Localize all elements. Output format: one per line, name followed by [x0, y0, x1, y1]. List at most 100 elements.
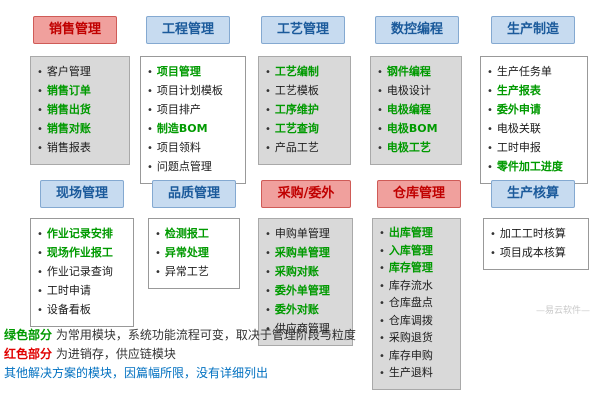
module-item: •销售报表	[37, 139, 125, 158]
bullet-icon: •	[379, 263, 385, 274]
bullet-icon: •	[487, 86, 493, 97]
module-item: •工时申请	[37, 282, 129, 301]
bullet-icon: •	[37, 105, 43, 116]
header-sales-management: 销售管理	[33, 16, 117, 44]
module-item-label: 电极编程	[386, 103, 431, 116]
module-item: •加工工时核算	[490, 225, 584, 244]
legend-line-other: 其他解决方案的模块，因篇幅所限，没有详细列出	[4, 366, 269, 380]
module-item: •电极设计	[377, 82, 457, 101]
module-item: •现场作业报工	[37, 244, 129, 263]
legend-red-label: 红色部分	[4, 347, 53, 361]
module-item-label: 委外对账	[274, 303, 319, 316]
module-item: •问题点管理	[147, 158, 241, 177]
module-item-label: 工艺查询	[274, 122, 319, 135]
bullet-icon: •	[147, 162, 153, 173]
bullet-icon: •	[147, 105, 153, 116]
module-item: •客户管理	[37, 63, 125, 82]
module-item-label: 采购单管理	[274, 246, 330, 259]
module-item: •委外单管理	[265, 282, 348, 301]
bullet-icon: •	[37, 286, 43, 297]
module-item-label: 项目领料	[156, 141, 201, 154]
bullet-icon: •	[377, 105, 383, 116]
module-item-label: 工艺编制	[274, 65, 319, 78]
list-production-manufacturing: •生产任务单•生产报表•委外申请•电极关联•工时申报•零件加工进度	[480, 56, 588, 184]
module-item-label: 作业记录查询	[46, 265, 113, 278]
list-engineering-management: •项目管理•项目计划模板•项目排产•制造BOM•项目领料•问题点管理	[140, 56, 246, 184]
module-item: •项目成本核算	[490, 244, 584, 263]
module-item-label: 异常工艺	[164, 265, 209, 278]
module-item-label: 销售订单	[46, 84, 91, 97]
bullet-icon: •	[155, 229, 161, 240]
module-item: •销售出货	[37, 101, 125, 120]
module-item-label: 仓库盘点	[388, 296, 433, 309]
module-item: •仓库调拨	[379, 313, 456, 331]
bullet-icon: •	[487, 67, 493, 78]
module-item: •制造BOM	[147, 120, 241, 139]
header-production-accounting: 生产核算	[491, 180, 575, 208]
module-item: •项目排产	[147, 101, 241, 120]
bullet-icon: •	[147, 124, 153, 135]
bullet-icon: •	[377, 67, 383, 78]
module-item: •生产任务单	[487, 63, 583, 82]
bullet-icon: •	[147, 143, 153, 154]
list-field-management: •作业记录安排•现场作业报工•作业记录查询•工时申请•设备看板	[30, 218, 134, 327]
module-item-label: 仓库调拨	[388, 313, 433, 327]
module-item-label: 项目排产	[156, 103, 201, 116]
module-item: •项目领料	[147, 139, 241, 158]
module-item-label: 现场作业报工	[46, 246, 113, 259]
list-process-management: •工艺编制•工艺模板•工序维护•工艺查询•产品工艺	[258, 56, 351, 165]
module-item-label: 工艺模板	[274, 84, 319, 97]
module-item-label: 设备看板	[46, 303, 91, 316]
list-sales-management: •客户管理•销售订单•销售出货•销售对账•销售报表	[30, 56, 130, 165]
module-item-label: 钢件编程	[386, 65, 431, 78]
bullet-icon: •	[265, 124, 271, 135]
legend-green-text: 为常用模块，系统功能流程可变，取决于管理阶段与粒度	[52, 328, 356, 342]
list-quality-management: •检测报工•异常处理•异常工艺	[148, 218, 240, 289]
legend-line-green: 绿色部分 为常用模块，系统功能流程可变，取决于管理阶段与粒度	[4, 326, 356, 345]
module-item: •工序维护	[265, 101, 346, 120]
bullet-icon: •	[490, 248, 496, 259]
module-item-label: 销售对账	[46, 122, 91, 135]
module-item-label: 异常处理	[164, 246, 209, 259]
module-item: •生产报表	[487, 82, 583, 101]
bullet-icon: •	[37, 305, 43, 316]
module-item-label: 工时申请	[46, 284, 91, 297]
bullet-icon: •	[37, 248, 43, 259]
list-warehouse-management: •出库管理•入库管理•库存管理•库存流水•仓库盘点•仓库调拨•采购退货•库存申购…	[372, 218, 461, 390]
module-item-label: 委外申请	[496, 103, 541, 116]
bullet-icon: •	[155, 267, 161, 278]
module-item-label: 供应商管理	[274, 322, 330, 335]
module-item-label: 项目成本核算	[499, 246, 566, 259]
module-item-label: 客户管理	[46, 65, 91, 78]
header-cnc-programming: 数控编程	[375, 16, 459, 44]
module-item: •检测报工	[155, 225, 235, 244]
module-item-label: 项目管理	[156, 65, 201, 78]
module-item-label: 工时申报	[496, 141, 541, 154]
module-item-label: 申购单管理	[274, 227, 330, 240]
bullet-icon: •	[377, 124, 383, 135]
module-item: •电极编程	[377, 101, 457, 120]
module-item-label: 电极关联	[496, 122, 541, 135]
module-item: •库存流水	[379, 278, 456, 296]
bullet-icon: •	[487, 143, 493, 154]
bullet-icon: •	[379, 333, 385, 344]
module-item: •仓库盘点	[379, 295, 456, 313]
module-item: •零件加工进度	[487, 158, 583, 177]
module-item: •异常工艺	[155, 263, 235, 282]
module-item-label: 入库管理	[388, 243, 433, 257]
module-item-label: 零件加工进度	[496, 160, 563, 173]
bullet-icon: •	[37, 67, 43, 78]
module-item: •钢件编程	[377, 63, 457, 82]
list-production-accounting: •加工工时核算•项目成本核算	[483, 218, 589, 270]
bullet-icon: •	[265, 105, 271, 116]
header-production-manufacturing: 生产制造	[491, 16, 575, 44]
module-item: •项目计划模板	[147, 82, 241, 101]
module-item: •作业记录安排	[37, 225, 129, 244]
bullet-icon: •	[37, 229, 43, 240]
header-process-management: 工艺管理	[261, 16, 345, 44]
module-item-label: 检测报工	[164, 227, 209, 240]
module-item-label: 库存流水	[388, 278, 433, 292]
legend-red-text: 为进销存，供应链模块	[52, 347, 176, 361]
module-item: •工时申报	[487, 139, 583, 158]
